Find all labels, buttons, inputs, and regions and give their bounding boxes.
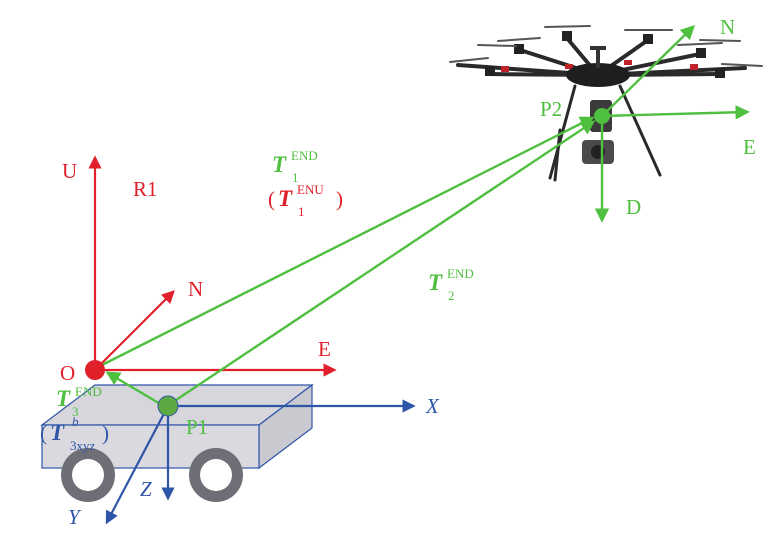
t1-superscript: END bbox=[291, 148, 318, 163]
t3-body-label: ( T b 3xyz ) bbox=[40, 414, 109, 453]
x-axis-label: X bbox=[425, 394, 440, 418]
t3-body-close-paren: ) bbox=[102, 421, 109, 445]
p1-point bbox=[157, 395, 179, 417]
t1-vector-arrow bbox=[99, 116, 595, 368]
t1-label: T END 1 bbox=[272, 148, 318, 185]
t3-label: T END 3 bbox=[56, 384, 102, 419]
wheel-right-icon bbox=[189, 448, 243, 502]
y-axis-label: Y bbox=[68, 505, 82, 529]
origin-point bbox=[85, 360, 105, 380]
t3-subscript: 3 bbox=[72, 404, 79, 419]
e-axis-label-ground: E bbox=[318, 337, 331, 361]
t2-symbol: T bbox=[428, 270, 443, 295]
p2-point bbox=[594, 108, 610, 124]
z-axis-label: Z bbox=[140, 477, 152, 501]
t1-enu-label: ( T ENU 1 ) bbox=[268, 182, 343, 219]
t3-body-superscript: b bbox=[72, 414, 79, 429]
wheel-left-icon bbox=[61, 448, 115, 502]
t1-enu-open-paren: ( bbox=[268, 187, 275, 211]
t3-symbol: T bbox=[56, 386, 71, 411]
t1-enu-superscript: ENU bbox=[297, 182, 324, 197]
e-axis-arrow-drone bbox=[601, 105, 750, 120]
t3-superscript: END bbox=[75, 384, 102, 399]
n-axis-arrow-ground bbox=[94, 290, 175, 371]
p2-label: P2 bbox=[540, 97, 562, 121]
t2-subscript: 2 bbox=[448, 288, 455, 303]
t1-enu-subscript: 1 bbox=[298, 204, 305, 219]
t3-body-symbol: T bbox=[50, 420, 65, 445]
t1-enu-close-paren: ) bbox=[336, 187, 343, 211]
t3-vector-arrow bbox=[105, 371, 163, 407]
y-axis-arrow bbox=[105, 405, 169, 525]
hexacopter-drone-icon bbox=[449, 25, 763, 182]
t1-enu-symbol: T bbox=[278, 186, 293, 211]
t2-vector-arrow bbox=[169, 120, 596, 405]
t1-symbol: T bbox=[272, 152, 287, 177]
t2-superscript: END bbox=[447, 266, 474, 281]
t1-subscript: 1 bbox=[292, 170, 299, 185]
origin-label: O bbox=[60, 361, 75, 385]
u-axis-label: U bbox=[62, 159, 77, 183]
n-axis-label-ground: N bbox=[188, 277, 203, 301]
t3-body-open-paren: ( bbox=[40, 421, 47, 445]
t3-body-subscript: 3xyz bbox=[70, 438, 96, 453]
t2-label: T END 2 bbox=[428, 266, 474, 303]
p1-label: P1 bbox=[186, 415, 208, 439]
e-axis-label-drone: E bbox=[743, 135, 756, 159]
ground-vehicle-icon bbox=[40, 383, 314, 502]
n-axis-arrow-drone bbox=[601, 24, 696, 117]
d-axis-label-drone: D bbox=[626, 195, 641, 219]
n-axis-label-drone: N bbox=[720, 15, 735, 39]
r1-label: R1 bbox=[133, 177, 158, 201]
